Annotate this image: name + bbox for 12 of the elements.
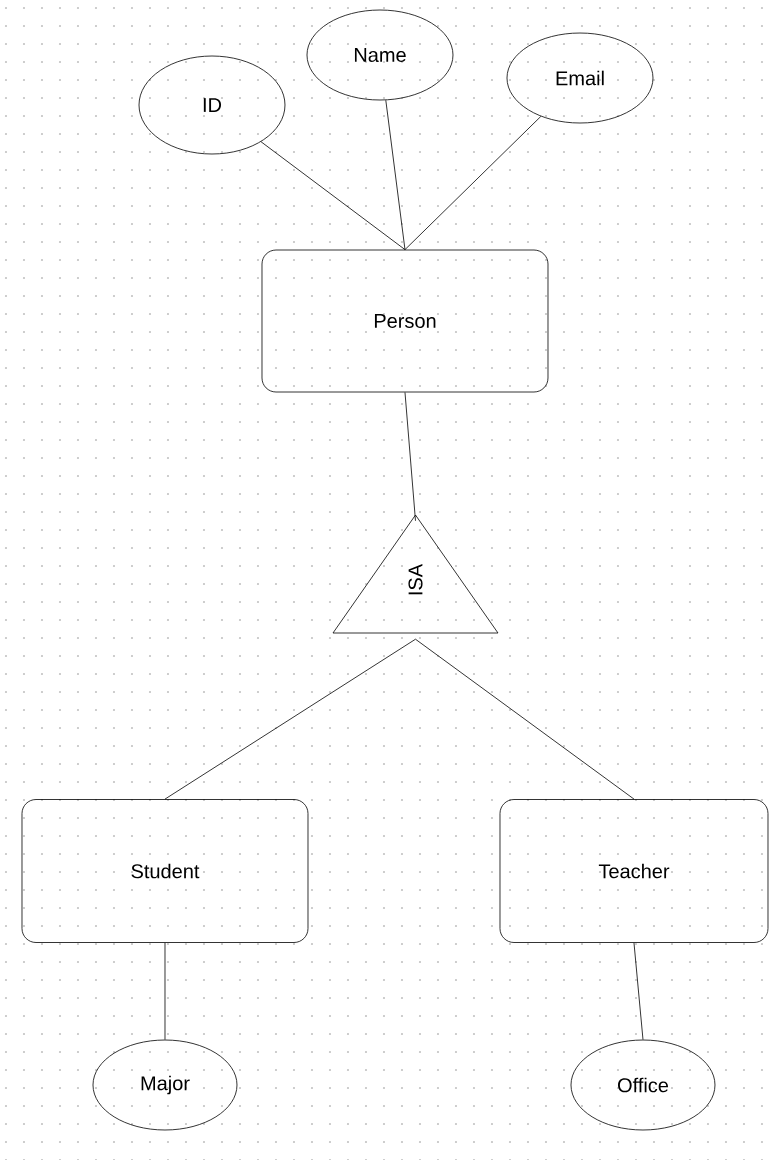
isa-triangle: ISA [332,514,499,634]
connector-line [633,942,644,1040]
connector-line [385,99,406,250]
connector-line [164,638,416,800]
connector-line [404,116,542,250]
connector-line [404,392,416,522]
connector-line [164,942,166,1040]
entity-box: Person [261,249,549,393]
connector-line [415,638,635,800]
entity-box: Student [21,799,309,943]
connector-line [260,141,406,250]
entity-box: Teacher [499,799,769,943]
